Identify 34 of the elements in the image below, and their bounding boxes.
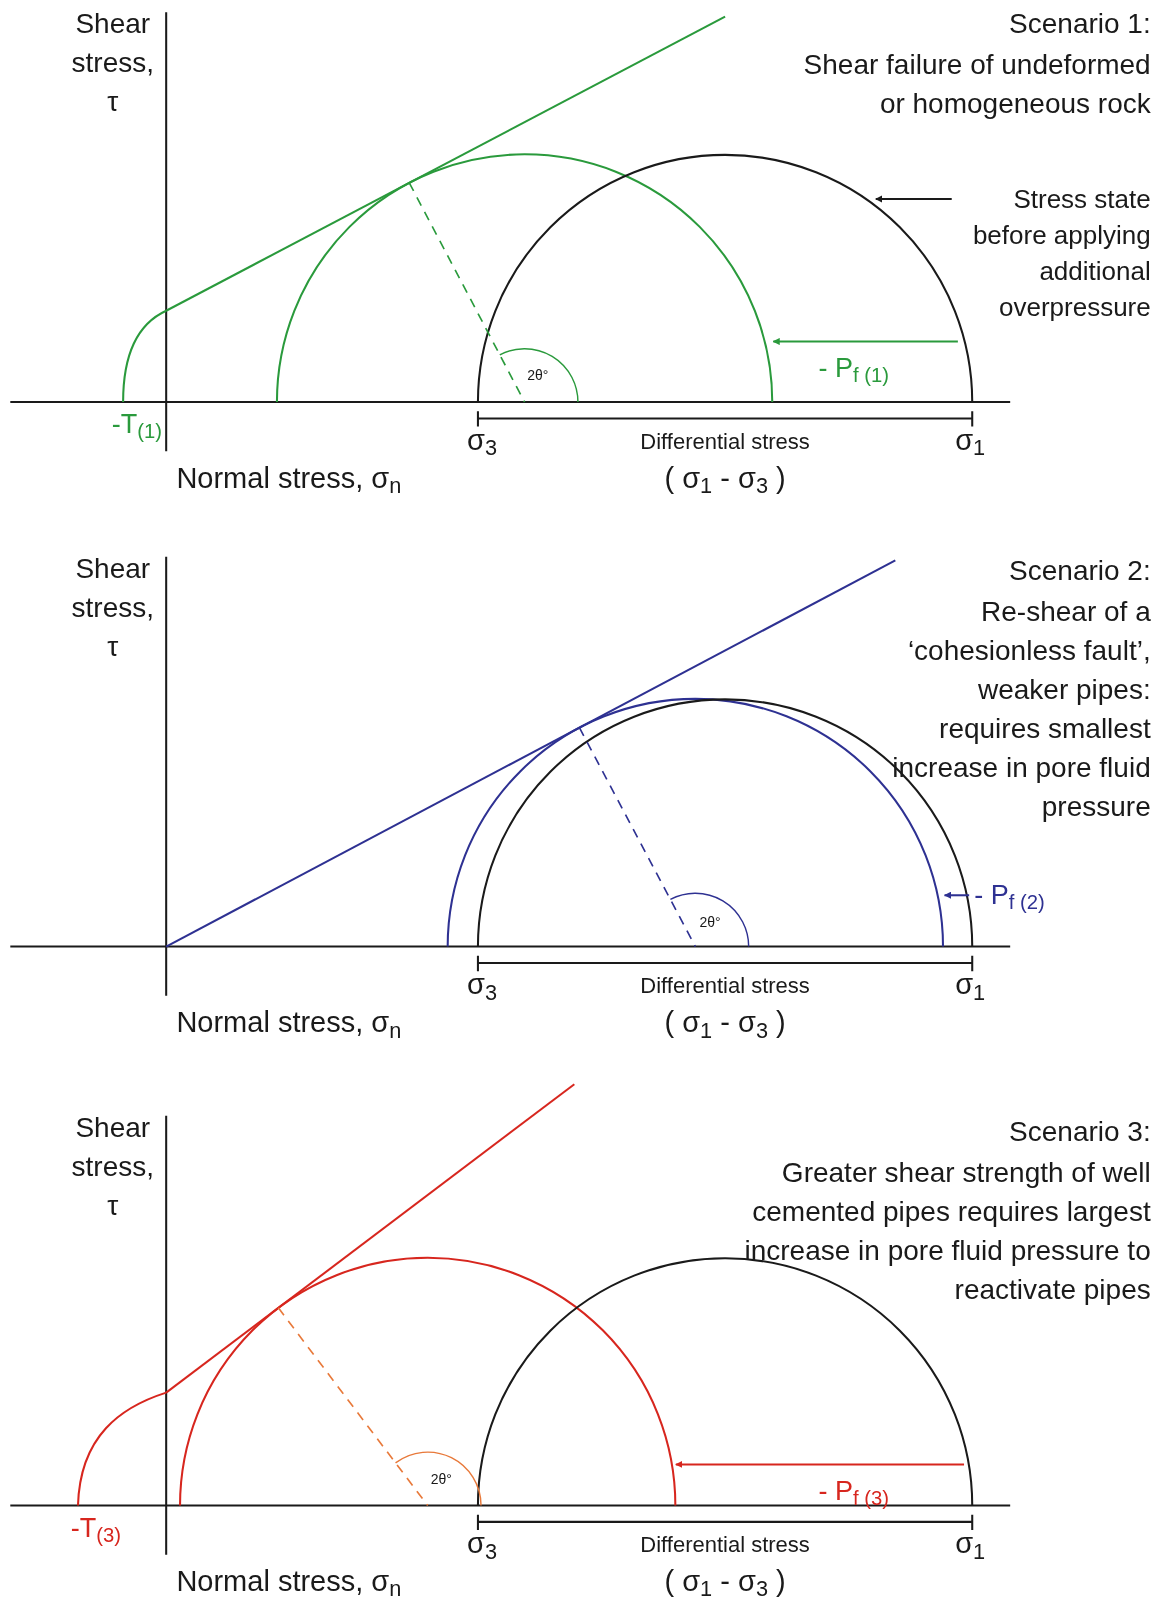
pressure-label: - P$_{f (2)}$ xyxy=(974,878,1046,911)
axis-title: Normal stress, σ$_{n}$ xyxy=(176,461,403,494)
axis-label: ( σ$_{1}$ - σ$_{3}$ ) xyxy=(663,1565,787,1598)
axis-title: Shear stress, τ xyxy=(70,7,156,120)
axis-label: ( σ$_{1}$ - σ$_{3}$ ) xyxy=(663,461,787,494)
axis-label: Differential stress xyxy=(639,428,811,455)
pressure-label: - P$_{f (1)}$ xyxy=(818,351,890,384)
sigma-label: σ$_{1}$ xyxy=(954,423,987,456)
scenario-description: Greater shear strength of well cemented pipes requires largest increase in pore fluid pressure to reactivate pipes xyxy=(743,1155,1151,1307)
sigma-label: σ$_{3}$ xyxy=(466,968,499,1001)
angle-label: 2θ° xyxy=(430,1470,453,1487)
sigma-label: σ$_{3}$ xyxy=(466,1527,499,1560)
axis-title: Shear stress, τ xyxy=(70,1110,156,1223)
scenario-description: Re-shear of a ‘cohesionless fault’, weaker pipes: requires smallest increase in pore fluid pressure xyxy=(891,594,1151,824)
tensile-strength-label: -T$_{(1)}$ xyxy=(110,408,163,441)
axis-label: Differential stress xyxy=(639,1532,811,1559)
axis-title: Normal stress, σ$_{n}$ xyxy=(176,1006,403,1039)
scenario-title: Scenario 1: xyxy=(1008,7,1151,42)
axis-title: Shear stress, τ xyxy=(70,551,156,664)
sigma-label: σ$_{3}$ xyxy=(466,423,499,456)
sigma-label: σ$_{1}$ xyxy=(954,1527,987,1560)
annotation-text: Stress state before applying additional overpressure xyxy=(955,180,1151,325)
angle-label: 2θ° xyxy=(699,913,722,930)
angle-label: 2θ° xyxy=(527,367,550,384)
arrow xyxy=(875,195,952,203)
scenario-title: Scenario 3: xyxy=(1008,1114,1151,1149)
tensile-strength-label: -T$_{(3)}$ xyxy=(69,1511,121,1544)
scenario-description: Shear failure of undeformed or homogeneous rock xyxy=(802,48,1151,122)
axis-label: Differential stress xyxy=(639,973,811,1000)
pressure-label: - P$_{f (3)}$ xyxy=(818,1474,890,1507)
sigma-label: σ$_{1}$ xyxy=(954,968,987,1001)
axis-title: Normal stress, σ$_{n}$ xyxy=(176,1565,403,1598)
axis-label: ( σ$_{1}$ - σ$_{3}$ ) xyxy=(663,1006,787,1039)
scenario-title: Scenario 2: xyxy=(1008,553,1151,588)
